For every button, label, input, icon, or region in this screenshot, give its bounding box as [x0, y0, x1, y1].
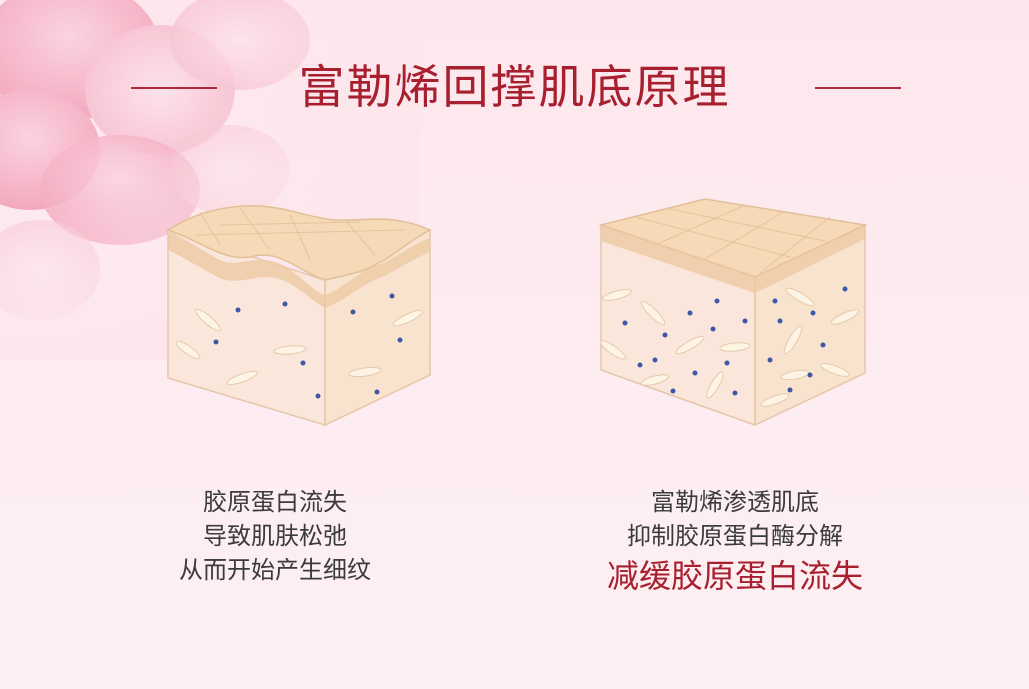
right-caption: 富勒烯渗透肌底 抑制胶原蛋白酶分解 减缓胶原蛋白流失	[585, 485, 885, 597]
caption-line: 导致肌肤松弛	[203, 522, 347, 550]
title-rule-right	[815, 87, 901, 89]
left-caption: 胶原蛋白流失 导致肌肤松弛 从而开始产生细纹	[130, 485, 420, 587]
skin-block-healthy-illustration	[598, 198, 868, 427]
caption-line: 抑制胶原蛋白酶分解	[627, 522, 843, 550]
block-smooth-layer	[601, 225, 865, 293]
title-rule-left	[131, 87, 217, 89]
caption-line: 富勒烯渗透肌底	[651, 488, 819, 516]
skin-block-damaged-illustration	[166, 205, 432, 427]
block-wrinkle-layer	[168, 230, 430, 308]
page-title: 富勒烯回撑肌底原理	[298, 60, 731, 114]
caption-line: 胶原蛋白流失	[203, 488, 347, 516]
caption-line: 从而开始产生细纹	[179, 556, 371, 584]
title-row: 富勒烯回撑肌底原理	[0, 52, 1029, 122]
caption-highlight: 减缓胶原蛋白流失	[606, 557, 863, 595]
